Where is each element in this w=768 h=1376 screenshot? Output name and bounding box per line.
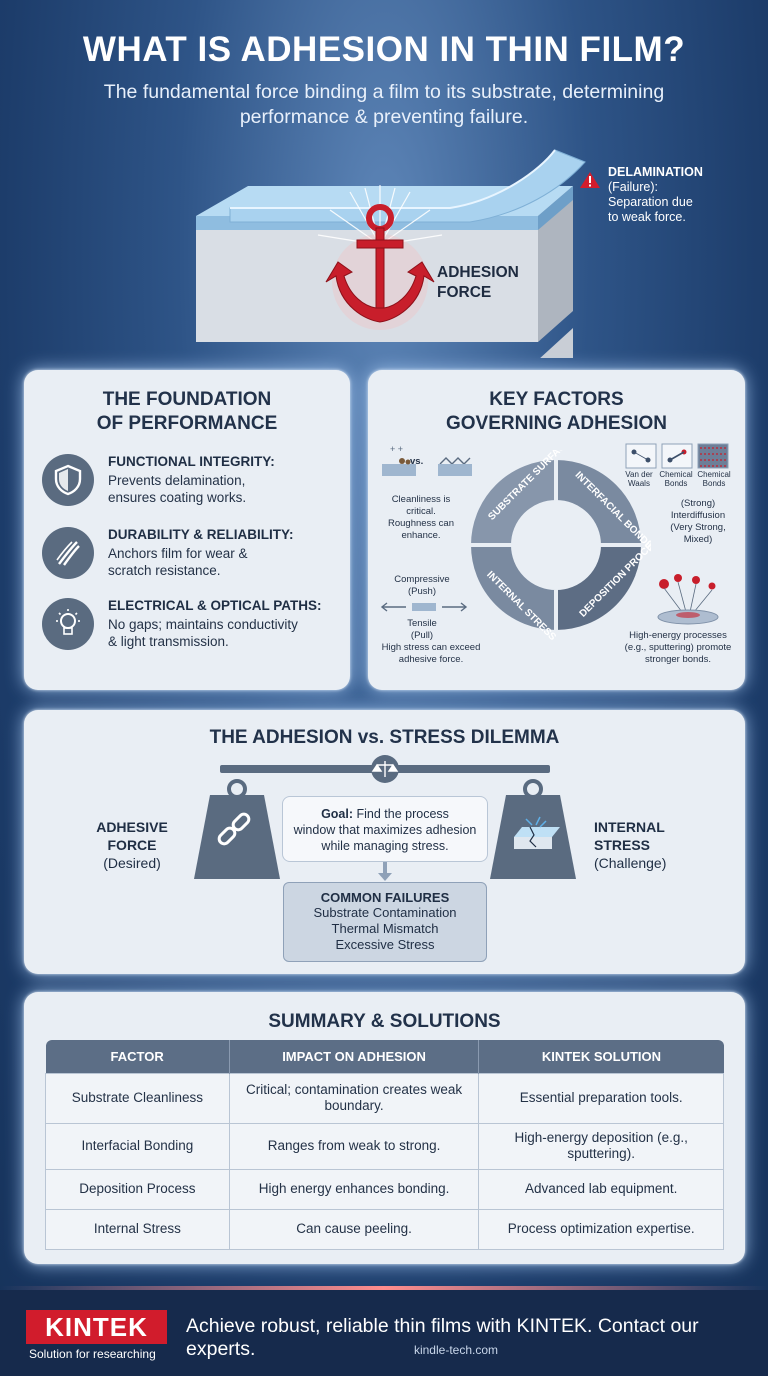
segment-deposition-process	[554, 543, 646, 635]
column-header: KINTEK SOLUTION	[478, 1040, 724, 1073]
stress-arrows-icon	[380, 602, 468, 612]
vs-label: vs.	[410, 456, 424, 467]
delamination-callout: DELAMINATION (Failure): Separation due t…	[608, 165, 703, 224]
anchor-icon	[325, 204, 435, 323]
table-cell: Internal Stress	[45, 1208, 230, 1250]
foundation-item-durability: DURABILITY & RELIABILITY: Anchors film f…	[42, 527, 352, 597]
table-cell: Can cause peeling.	[228, 1208, 480, 1250]
table-header-row: FACTOR IMPACT ON ADHESION KINTEK SOLUTIO…	[45, 1040, 724, 1073]
summary-title: SUMMARY & SOLUTIONS	[268, 1011, 501, 1032]
bonding-note: (Strong) Interdiffusion (Very Strong, Mi…	[670, 498, 726, 545]
failure-item: Excessive Stress	[335, 937, 435, 952]
logo-tagline: Solution for researching	[29, 1347, 156, 1361]
bond-type-vdw: Van der Waals	[625, 470, 653, 488]
foundation-title: THE FOUNDATION OF PERFORMANCE	[96, 389, 278, 434]
column-header: FACTOR	[45, 1040, 230, 1073]
table-cell: Deposition Process	[45, 1168, 230, 1210]
common-failures-box: COMMON FAILURES Substrate Contamination …	[283, 882, 487, 962]
substrate-block	[540, 328, 573, 358]
lightbulb-icon	[42, 598, 94, 650]
column-header: IMPACT ON ADHESION	[229, 1040, 480, 1073]
balance-scale-diagram	[194, 755, 576, 881]
table-cell: Advanced lab equipment.	[478, 1168, 724, 1210]
table-cell: Substrate Cleanliness	[45, 1072, 230, 1124]
foundation-item-functional: FUNCTIONAL INTEGRITY: Prevents delaminat…	[42, 454, 352, 524]
factor-cycle-diagram: SUBSTRATE SURFACE INTERFACIAL BONDING DE…	[466, 450, 651, 640]
table-row: Internal Stress Can cause peeling. Proce…	[45, 1208, 724, 1250]
sputtering-icon	[657, 574, 719, 625]
key-factors-title: KEY FACTORS GOVERNING ADHESION	[446, 389, 667, 434]
table-row: Substrate Cleanliness Critical; contamin…	[45, 1072, 724, 1124]
failures-title: COMMON FAILURES	[320, 890, 450, 905]
bond-type-chemical-1: Chemical Bonds	[659, 470, 693, 488]
table-cell: Interfacial Bonding	[45, 1122, 230, 1170]
bond-types-icon	[625, 443, 729, 469]
dilemma-title: THE ADHESION vs. STRESS DILEMMA	[209, 727, 560, 748]
internal-stress-label: INTERNAL STRESS (Challenge)	[594, 819, 667, 871]
website-link[interactable]: kindle-tech.com	[413, 1343, 499, 1357]
foundation-item-electrical: ELECTRICAL & OPTICAL PATHS: No gaps; mai…	[42, 598, 352, 668]
cracked-film-icon	[514, 816, 560, 849]
table-row: Interfacial Bonding Ranges from weak to …	[45, 1122, 724, 1170]
footer-cta: Achieve robust, reliable thin films with…	[186, 1315, 699, 1360]
stress-note: High stress can exceed adhesive force.	[381, 642, 481, 665]
adhesive-force-label: ADHESIVE FORCE (Desired)	[96, 819, 168, 871]
warning-icon	[580, 172, 600, 188]
table-cell: Critical; contamination creates weak bou…	[228, 1072, 480, 1124]
page-subtitle: The fundamental force binding a film to …	[103, 81, 665, 128]
segment-internal-stress	[466, 543, 558, 635]
substrate-note: Cleanliness is critical. Roughness can e…	[387, 494, 455, 541]
goal-box: Goal: Find the process window that maxim…	[282, 796, 488, 862]
shield-icon	[42, 454, 94, 506]
table-cell: High-energy deposition (e.g., sputtering…	[478, 1122, 724, 1170]
surface-roughness-icon: + +	[382, 444, 472, 476]
table-cell: Ranges from weak to strong.	[228, 1122, 480, 1170]
adhesive-force-weight	[194, 795, 280, 879]
failure-item: Thermal Mismatch	[331, 921, 439, 936]
compressive-label: Compressive (Push)	[394, 574, 450, 597]
key-factors-panel: KEY FACTORS GOVERNING ADHESION SUBSTRATE…	[368, 370, 745, 690]
segment-interfacial-bonding	[554, 455, 646, 547]
film-substrate-illustration	[196, 149, 600, 358]
page-title: WHAT IS ADHESION IN THIN FILM?	[82, 30, 686, 69]
foundation-panel: THE FOUNDATION OF PERFORMANCE FUNCTIONAL…	[24, 370, 350, 690]
table-cell: High energy enhances bonding.	[228, 1168, 480, 1210]
tensile-label: Tensile (Pull)	[407, 618, 437, 641]
deposition-note: High-energy processes (e.g., sputtering)…	[624, 630, 732, 665]
summary-table: FACTOR IMPACT ON ADHESION KINTEK SOLUTIO…	[45, 1040, 724, 1250]
adhesion-force-label: ADHESION FORCE	[437, 264, 519, 301]
svg-text:+ +: + +	[390, 444, 403, 454]
bond-type-chemical-2: Chemical Bonds	[697, 470, 731, 488]
table-row: Deposition Process High energy enhances …	[45, 1168, 724, 1210]
segment-substrate-surface	[466, 455, 558, 547]
table-cell: Process optimization expertise.	[478, 1208, 724, 1250]
substrate-side	[538, 193, 573, 342]
footer-divider	[0, 1286, 768, 1290]
chain-link-icon	[217, 812, 251, 846]
kintek-logo[interactable]: KINTEK	[26, 1310, 167, 1344]
scratch-icon	[42, 527, 94, 579]
table-cell: Essential preparation tools.	[478, 1072, 724, 1124]
failure-item: Substrate Contamination	[313, 905, 457, 920]
